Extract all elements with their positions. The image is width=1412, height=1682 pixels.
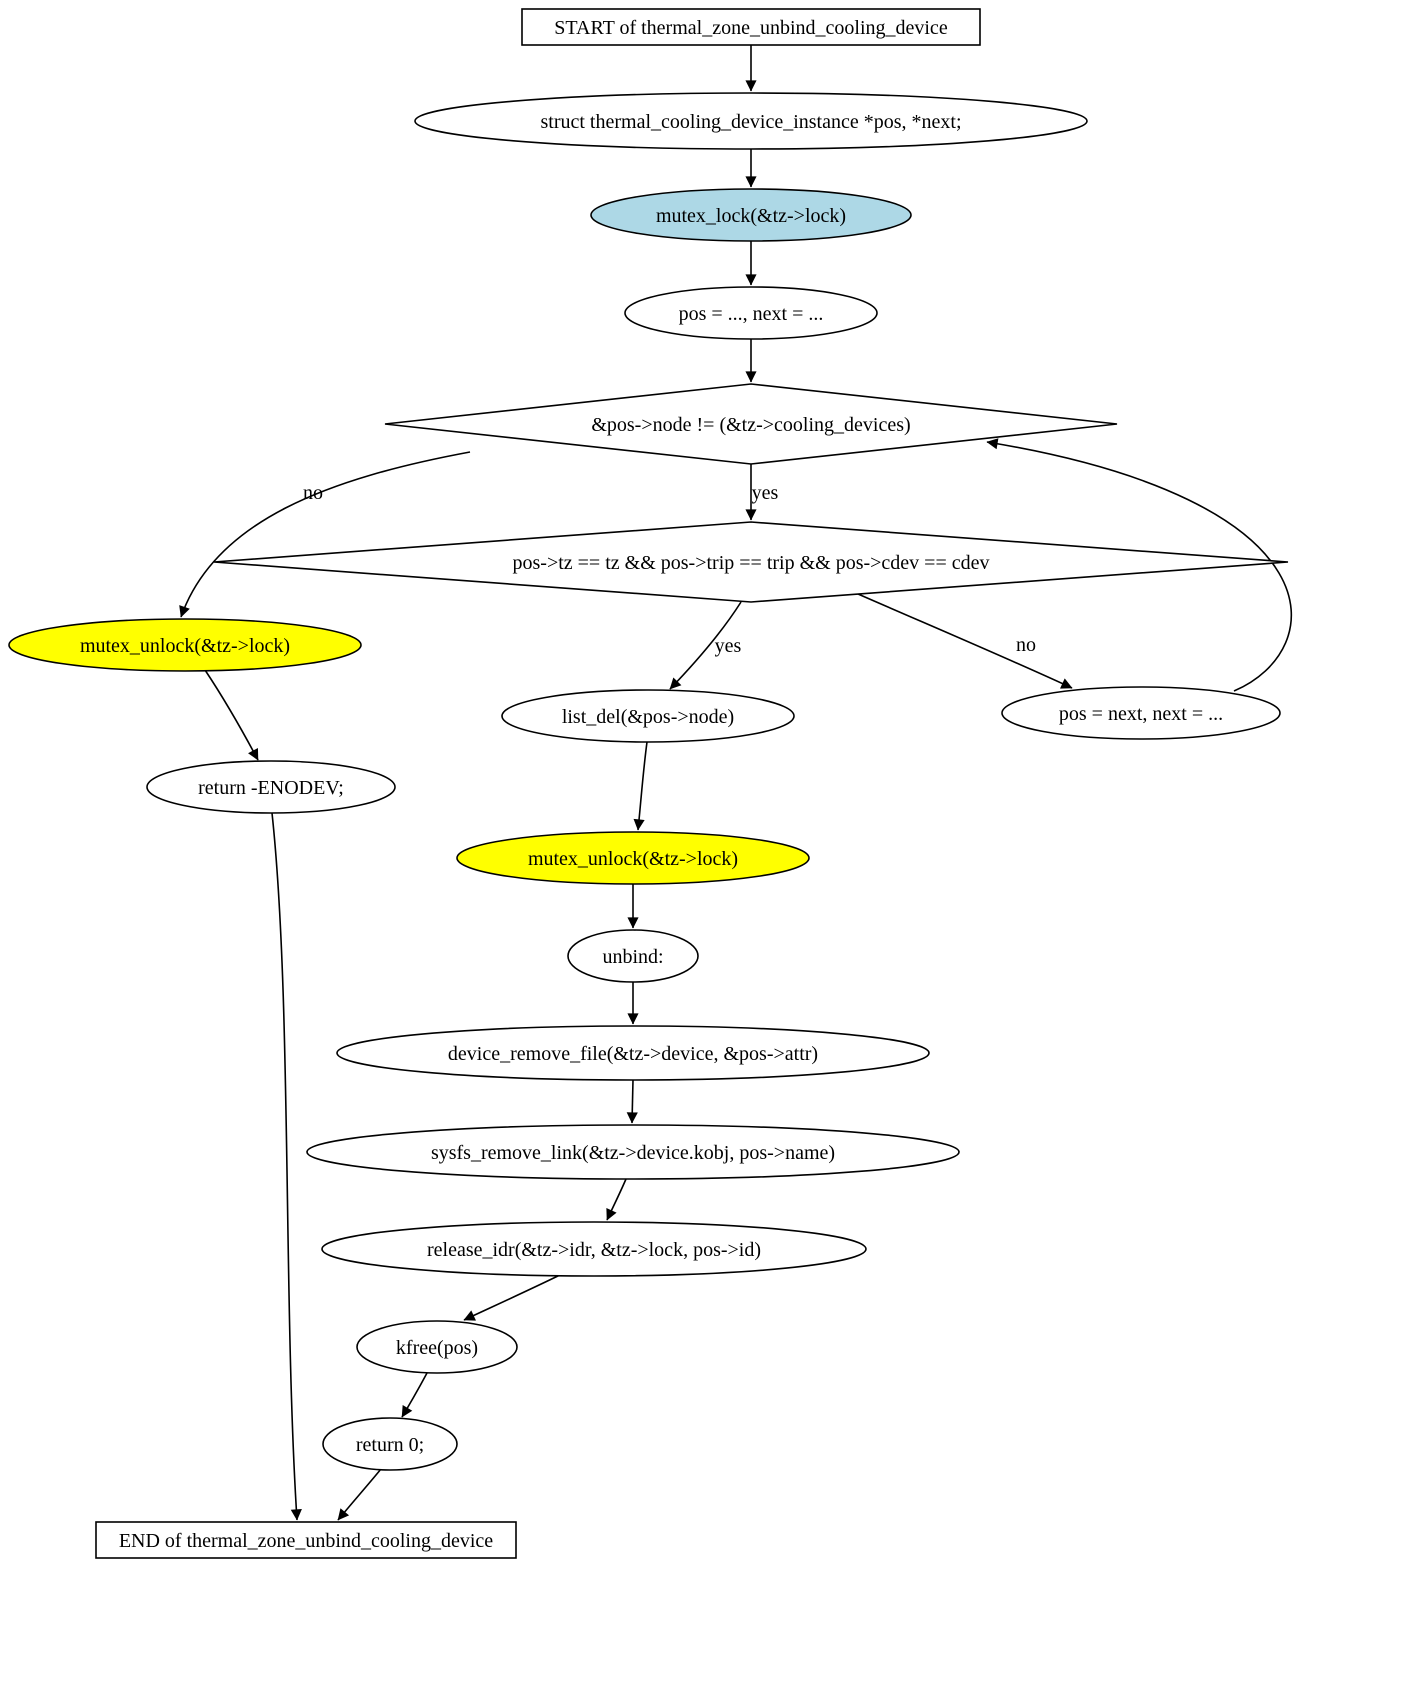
node-init: pos = ..., next = ... [624,286,878,340]
edge-advance-to-loop-cond [986,438,1293,692]
node-advance: pos = next, next = ... [1001,686,1281,740]
edge-connector [337,1468,382,1521]
list-del-label: list_del(&pos->node) [562,706,734,728]
mutex-unlock-ok-shape [456,831,810,885]
node-match-cond: pos->tz == tz && pos->trip == trip && po… [213,521,1289,603]
unbind-shape [567,929,699,983]
node-mutex-unlock-ok: mutex_unlock(&tz->lock) [456,831,810,885]
match-cond-label: pos->tz == tz && pos->trip == trip && po… [513,552,990,574]
return-enodev-label: return -ENODEV; [198,777,344,799]
edge-label-no-loop-cond: no [303,482,323,504]
node-loop-cond: &pos->node != (&tz->cooling_devices) [384,383,1118,465]
loop-cond-shape [384,383,1118,465]
edges-layer: yes no yes no [179,45,1293,1521]
edge-connector [271,812,302,1521]
edge-match-cond-to-list-del: yes [669,601,742,690]
edge-label-yes-match-cond: yes [715,635,742,657]
init-label: pos = ..., next = ... [679,303,824,325]
match-cond-shape [213,521,1289,603]
device-remove-file-shape [336,1025,930,1081]
edge-connector [633,741,648,831]
edge-sysfs-remove-link-to-release-idr [606,1178,627,1221]
release-idr-shape [321,1221,867,1277]
node-release-idr: release_idr(&tz->idr, &tz->lock, pos->id… [321,1221,867,1277]
end-label: END of thermal_zone_unbind_cooling_devic… [119,1530,493,1552]
edge-connector [606,1178,627,1221]
edge-loop-cond-to-match-cond: yes [745,464,779,521]
edge-kfree-to-return-0 [401,1372,428,1418]
edge-connector [669,601,742,690]
mutex-unlock-fail-shape [8,618,362,672]
nodes-layer: START of thermal_zone_unbind_cooling_dev… [8,8,1289,1559]
edge-connector [463,1274,561,1321]
return-0-label: return 0; [356,1434,424,1456]
node-end: END of thermal_zone_unbind_cooling_devic… [95,1521,517,1559]
node-unbind: unbind: [567,929,699,983]
edge-label-no-match-cond: no [1016,634,1036,656]
edge-connector [204,669,259,761]
device-remove-file-label: device_remove_file(&tz->device, &pos->at… [448,1043,818,1065]
mutex-unlock-fail-label: mutex_unlock(&tz->lock) [80,635,290,657]
node-sysfs-remove-link: sysfs_remove_link(&tz->device.kobj, pos-… [306,1124,960,1180]
edge-connector [179,451,471,618]
advance-label: pos = next, next = ... [1059,703,1223,725]
sysfs-remove-link-label: sysfs_remove_link(&tz->device.kobj, pos-… [431,1142,835,1164]
edge-connector [401,1372,428,1418]
node-return-0: return 0; [322,1417,458,1471]
edge-return-0-to-end [337,1468,382,1521]
end-shape [95,1521,517,1559]
edge-return-enodev-to-end [271,812,302,1521]
node-start: START of thermal_zone_unbind_cooling_dev… [521,8,981,46]
return-enodev-shape [146,760,396,814]
kfree-shape [356,1320,518,1374]
mutex-lock-label: mutex_lock(&tz->lock) [656,205,846,227]
return-0-shape [322,1417,458,1471]
edge-loop-cond-to-mutex-unlock-fail: no [179,451,471,618]
node-list-del: list_del(&pos->node) [501,689,795,743]
edge-connector [626,1079,638,1124]
edge-match-cond-to-advance: no [857,593,1073,689]
mutex-lock-shape [590,188,912,242]
unbind-label: unbind: [602,946,663,968]
node-kfree: kfree(pos) [356,1320,518,1374]
edge-list-del-to-mutex-unlock-ok [633,741,648,831]
init-shape [624,286,878,340]
release-idr-label: release_idr(&tz->idr, &tz->lock, pos->id… [427,1239,761,1261]
node-mutex-lock: mutex_lock(&tz->lock) [590,188,912,242]
edge-release-idr-to-kfree [463,1274,561,1321]
start-shape [521,8,981,46]
mutex-unlock-ok-label: mutex_unlock(&tz->lock) [528,848,738,870]
node-device-remove-file: device_remove_file(&tz->device, &pos->at… [336,1025,930,1081]
list-del-shape [501,689,795,743]
sysfs-remove-link-shape [306,1124,960,1180]
node-decl: struct thermal_cooling_device_instance *… [414,92,1088,150]
decl-shape [414,92,1088,150]
kfree-label: kfree(pos) [396,1337,478,1359]
advance-shape [1001,686,1281,740]
edge-mutex-unlock-fail-to-return-enodev [204,669,259,761]
edge-label-yes-loop-cond: yes [752,482,779,504]
start-label: START of thermal_zone_unbind_cooling_dev… [554,17,948,39]
edge-connector [986,438,1293,692]
decl-label: struct thermal_cooling_device_instance *… [541,111,962,133]
node-return-enodev: return -ENODEV; [146,760,396,814]
edge-device-remove-file-to-sysfs-remove-link [626,1079,638,1124]
node-mutex-unlock-fail: mutex_unlock(&tz->lock) [8,618,362,672]
edge-connector [857,593,1073,689]
loop-cond-label: &pos->node != (&tz->cooling_devices) [591,414,910,436]
